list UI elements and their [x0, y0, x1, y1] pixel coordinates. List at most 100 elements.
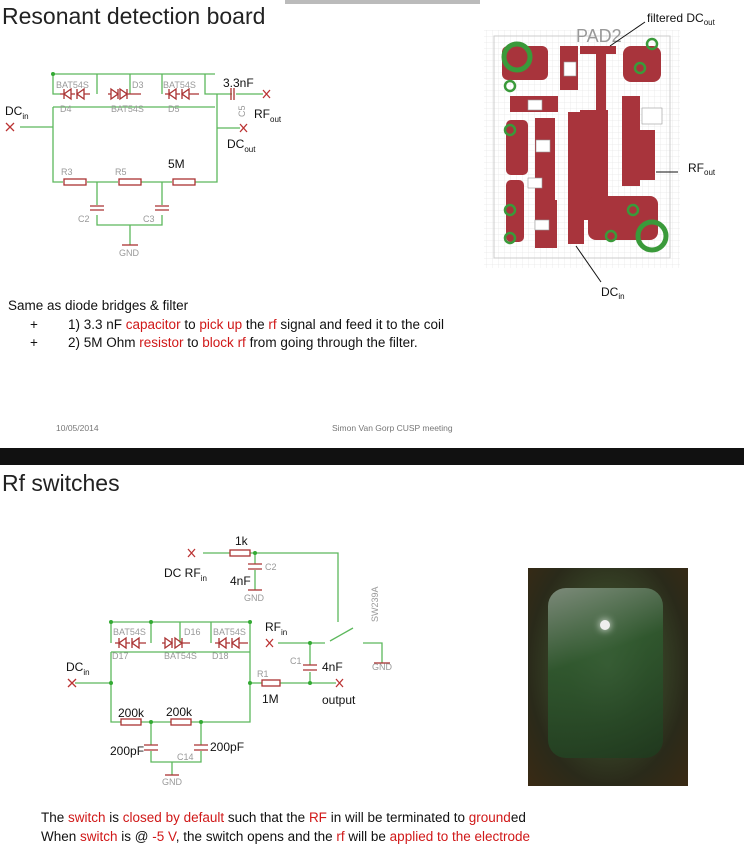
slide2-note: The switch is closed by default such tha…: [41, 810, 526, 825]
cap-label: C3: [143, 214, 155, 224]
diode-label: BAT54S: [164, 651, 197, 661]
pcb-board-image: [548, 588, 663, 758]
diode-label: D18: [212, 651, 229, 661]
diode-label: BAT54S: [213, 627, 246, 637]
c14-name: C14: [177, 752, 194, 762]
c-value: 200pF: [210, 740, 244, 754]
dc-rf-in-label: DC RFin: [164, 566, 207, 583]
resistor-200k: [120, 718, 142, 726]
junction-dots: [109, 551, 312, 724]
highlighted-text: block rf: [202, 335, 246, 350]
bullet-text: 2) 5M Ohm resistor to block rf from goin…: [68, 335, 418, 350]
rf-out-label: RFout: [254, 107, 282, 124]
text-segment: 2) 5M Ohm: [68, 335, 140, 350]
capacitor-c2: [248, 563, 262, 570]
resistor-value: 5M: [168, 157, 185, 171]
diode-label: BAT54S: [56, 80, 89, 90]
diode-label: D5: [168, 104, 180, 114]
footer-date: 10/05/2014: [56, 423, 99, 433]
text-segment: in will be terminated to: [326, 810, 469, 825]
top-tab-strip: [285, 0, 480, 4]
bullet-marker: +: [30, 317, 38, 332]
slide1-bullet: + 1) 3.3 nF capacitor to pick up the rf …: [30, 317, 444, 332]
slide1-bullet: + 2) 5M Ohm resistor to block rf from go…: [30, 335, 418, 350]
rf-switch-schematic: 1k DC RFin C2 4nF GND SW239A RFin GND BA…: [66, 534, 393, 787]
text-segment: 1) 3.3 nF: [68, 317, 126, 332]
pcb-dc-in-label: DCin: [601, 285, 625, 300]
text-segment: signal and feed it to the coil: [276, 317, 444, 332]
diode-label: D3: [132, 80, 144, 90]
text-segment: , the switch opens and the: [175, 829, 337, 844]
arrow-filtered-dc: [609, 21, 646, 47]
cap-top-value: 4nF: [230, 574, 251, 588]
slide2-note: When switch is @ -5 V, the switch opens …: [41, 829, 530, 844]
resistors: [63, 178, 196, 186]
arrow-dc-in: [575, 245, 602, 283]
gnd-label: GND: [119, 248, 140, 258]
filter-capacitors: [144, 744, 208, 751]
text-segment: The: [41, 810, 69, 825]
highlighted-text: switch: [80, 829, 118, 844]
resistor-200k: [170, 718, 192, 726]
component-bodies: [527, 61, 663, 231]
c1-value: 4nF: [322, 660, 343, 674]
diode-label: BAT54S: [163, 80, 196, 90]
text-segment: to: [183, 335, 203, 350]
slide1-intro: Same as diode bridges & filter: [8, 298, 189, 313]
gnd-label: GND: [244, 593, 265, 603]
text-segment: is @: [117, 829, 153, 844]
highlighted-text: capacitor: [125, 317, 181, 332]
resistor-label: R5: [115, 167, 127, 177]
capacitor-c5: [230, 88, 235, 100]
diode-label: D17: [112, 651, 129, 661]
slide1-title: Resonant detection board: [2, 3, 266, 29]
wires: [75, 552, 383, 775]
cap-value: 3.3nF: [223, 76, 254, 90]
highlighted-text: -5 V: [152, 829, 176, 844]
pad-label: PAD2: [576, 26, 622, 46]
pcb-photo: [528, 568, 688, 786]
bullet-marker: +: [30, 335, 38, 350]
highlighted-text: ground: [468, 810, 511, 825]
text-segment: from going through the filter.: [245, 335, 418, 350]
resistor-r1: [261, 679, 281, 687]
dc-in-label: DCin: [66, 660, 90, 677]
dc-in-label: DCin: [5, 104, 29, 121]
resistor-1k: [229, 549, 251, 557]
text-segment: is: [105, 810, 123, 825]
filtered-dc-out-label: filtered DCout: [647, 11, 716, 27]
dc-out-terminal-icon: [239, 123, 248, 133]
resistor-label: R3: [61, 167, 73, 177]
gnd-label: GND: [162, 777, 183, 787]
diodes: [115, 636, 248, 650]
dc-out-label: DCout: [227, 137, 256, 154]
r1-name: R1: [257, 669, 269, 679]
c-value: 200pF: [110, 744, 144, 758]
board-outline: [493, 35, 671, 259]
dc-in-terminal-icon: [5, 122, 15, 132]
rf-in-label: RFin: [265, 620, 287, 637]
highlighted-text: rf: [336, 829, 345, 844]
capacitor-c1: [303, 664, 317, 671]
text-segment: When: [41, 829, 81, 844]
dc-in-terminal-icon: [67, 678, 77, 688]
cap-label: C2: [78, 214, 90, 224]
junction-dot: [51, 72, 55, 76]
diode-filter-schematic: BAT54S D3 BAT54S D4 BAT54S D5 3.3nF C5 R…: [5, 72, 282, 258]
highlighted-text: switch: [68, 810, 106, 825]
pcb-rf-out-label: RFout: [688, 161, 716, 177]
text-segment: to: [180, 317, 200, 332]
output-label: output: [322, 693, 356, 707]
r1-value: 1M: [262, 692, 279, 706]
r-1k-label: 1k: [235, 534, 249, 548]
text-segment: the: [242, 317, 269, 332]
text-segment: such that the: [224, 810, 309, 825]
via-holes: [501, 37, 669, 253]
highlighted-text: rf: [268, 317, 277, 332]
gnd-label: GND: [372, 662, 393, 672]
output-terminal-icon: [335, 678, 344, 688]
cap-top-name: C2: [265, 562, 277, 572]
wires: [20, 73, 263, 245]
highlighted-text: resistor: [139, 335, 184, 350]
